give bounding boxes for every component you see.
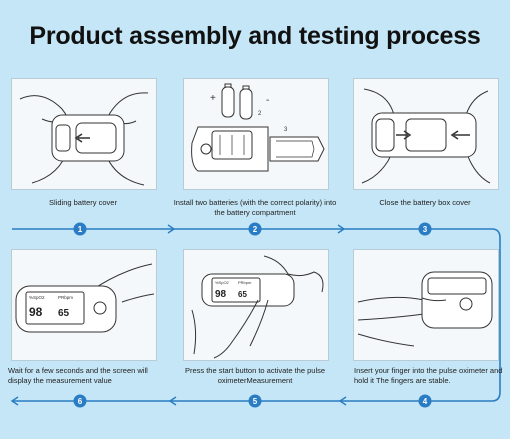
step-5-caption: Press the start button to activate the p… <box>184 366 326 385</box>
step-marker-3: 3 <box>418 222 432 236</box>
svg-text:5: 5 <box>253 397 258 406</box>
step-4-illustration <box>353 249 499 361</box>
step-4-caption: Insert your finger into the pulse oximet… <box>354 366 503 385</box>
oximeter-body <box>421 271 493 329</box>
hand-outline <box>357 333 415 347</box>
side-button <box>200 143 212 155</box>
side-button <box>375 118 395 152</box>
display-screen <box>25 291 85 325</box>
svg-text:1: 1 <box>78 225 83 234</box>
flow-arrow-icon <box>167 224 176 234</box>
start-button <box>93 301 107 315</box>
display-screen <box>427 277 487 295</box>
spo2-label: %SpO2 <box>215 280 230 285</box>
step-6-caption: Wait for a few seconds and the screen wi… <box>8 366 148 385</box>
battery-icon <box>221 83 235 118</box>
display-screen <box>211 277 261 303</box>
step-2-caption: Install two batteries (with the correct … <box>173 198 337 217</box>
battery-cover <box>269 136 325 162</box>
oximeter-body <box>191 126 269 172</box>
spo2-label: %SpO2 <box>29 295 45 300</box>
svg-text:3: 3 <box>423 225 428 234</box>
pressing-finger-outline <box>213 299 259 359</box>
svg-text:2: 2 <box>253 225 258 234</box>
flow-arrow-icon <box>168 396 177 406</box>
flow-arrow-icon <box>337 224 346 234</box>
step-3-illustration <box>353 78 499 190</box>
svg-text:6: 6 <box>78 397 83 406</box>
slide-arrow-icon <box>74 133 90 143</box>
close-arrow-icon <box>396 130 412 140</box>
step-3-caption: Close the battery box cover <box>379 198 471 207</box>
battery-compartment <box>211 130 253 160</box>
step-marker-4: 4 <box>418 394 432 408</box>
polarity-plus-label: + <box>210 93 216 104</box>
part-label-2: 2 <box>258 111 262 117</box>
flow-arrow-icon <box>338 396 347 406</box>
pr-value: 65 <box>58 308 70 319</box>
spo2-value: 98 <box>29 305 43 319</box>
page-title: Product assembly and testing process <box>29 22 481 50</box>
step-marker-1: 1 <box>73 222 87 236</box>
part-label-3: 3 <box>284 127 288 133</box>
step-6-illustration: %SpO2 PRbpm 98 65 <box>11 249 157 361</box>
start-button <box>459 297 473 311</box>
oximeter-body <box>371 112 477 158</box>
spo2-value: 98 <box>215 289 227 300</box>
hand-outline <box>263 255 324 293</box>
step-marker-2: 2 <box>248 222 262 236</box>
step-2-illustration: + - 3 2 <box>183 78 329 190</box>
pr-label: PRbpm <box>238 280 252 285</box>
step-5-illustration: %SpO2 PRbpm 98 65 <box>183 249 329 361</box>
polarity-minus-label: - <box>266 95 269 106</box>
svg-text:4: 4 <box>423 397 428 406</box>
side-button <box>55 124 71 152</box>
battery-icon <box>239 85 253 120</box>
pr-label: PRbpm <box>58 295 73 300</box>
flow-arrow-icon <box>10 396 19 406</box>
pr-value: 65 <box>238 290 247 299</box>
step-1-illustration <box>11 78 157 190</box>
step-marker-6: 6 <box>73 394 87 408</box>
push-arrow-icon <box>450 130 470 140</box>
step-1-caption: Sliding battery cover <box>49 198 117 207</box>
flow-line-right-turn <box>491 228 501 402</box>
step-marker-5: 5 <box>248 394 262 408</box>
